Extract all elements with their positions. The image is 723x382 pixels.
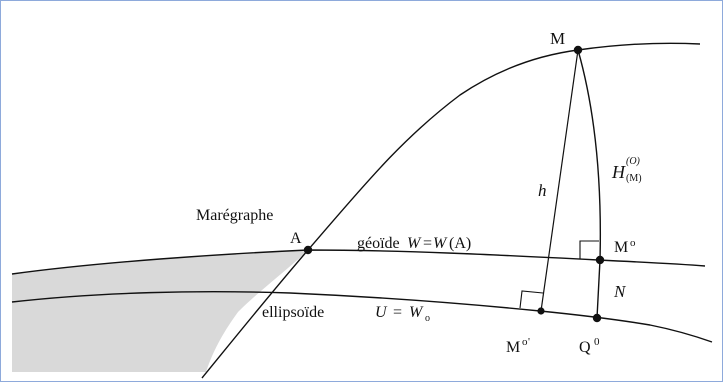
svg-text:M: M [506,339,520,356]
ellipsoid-curve [11,291,713,343]
svg-text:Q: Q [579,339,591,356]
svg-text:(O): (O) [626,156,641,167]
svg-text:W: W [409,304,424,321]
label-h: h [538,181,547,200]
topographic-surface [201,42,701,379]
plumb-line [577,49,602,319]
label-M0: M o [614,237,636,256]
svg-text:': ' [528,336,530,348]
label-orthometric-height: H (O) (M) [611,156,642,184]
svg-text:U: U [375,304,388,321]
label-M: M [550,29,565,48]
svg-text:W: W [433,235,448,252]
point-M0 [595,255,605,265]
right-angle-ellipsoid [519,290,544,309]
right-angle-geoid [579,240,599,259]
svg-text:o: o [425,313,430,324]
label-A: A [290,230,302,247]
svg-text:géoïde: géoïde [357,235,400,252]
point-A [303,245,313,255]
svg-text:o: o [630,237,636,249]
geoid-curve [11,249,706,275]
label-N: N [613,282,627,301]
point-M0-prime [537,307,545,315]
svg-text:(A): (A) [449,235,471,252]
svg-text:M: M [614,239,628,256]
point-Q0 [592,313,602,323]
sea-region [12,250,308,372]
svg-text:(M): (M) [626,173,642,184]
label-M0-prime: M o ' [506,336,530,356]
label-U-W0: U = W o [375,304,430,324]
svg-text:W: W [407,235,422,252]
label-geoid: géoïde W = W (A) [357,235,471,252]
ellipsoidal-height-line [540,49,579,312]
point-M [573,45,583,55]
label-Q0: Q 0 [579,336,600,356]
svg-text:o: o [522,336,528,348]
label-maregraphe: Marégraphe [196,207,273,224]
svg-text:H: H [611,162,626,182]
svg-text:0: 0 [594,336,600,348]
label-ellipsoide: ellipsoïde [262,304,324,321]
svg-text:=: = [423,235,432,252]
svg-text:=: = [393,304,402,321]
